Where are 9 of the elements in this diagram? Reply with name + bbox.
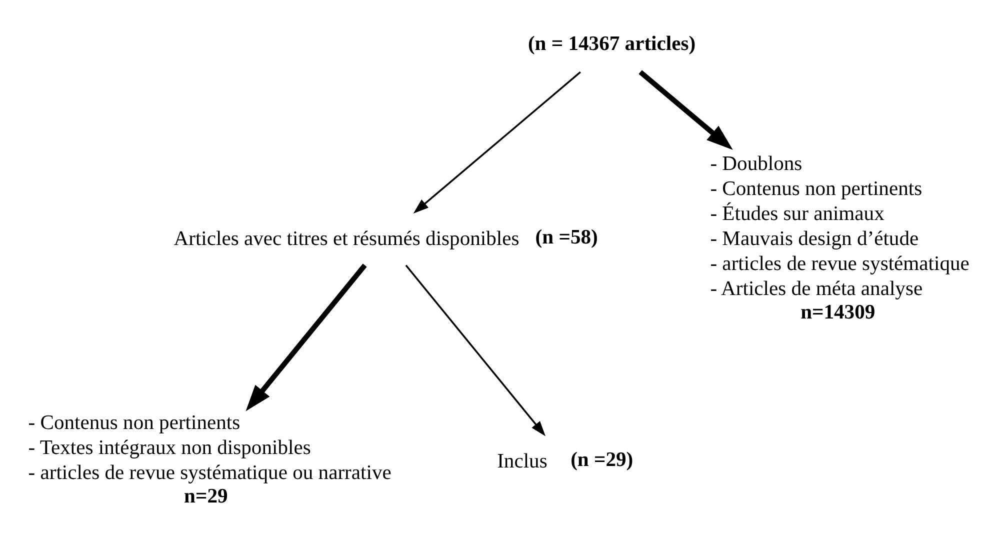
node-text: Inclus (n =29): [496, 448, 633, 472]
node-text: (n = 14367 articles): [527, 33, 696, 56]
arrow: [404, 264, 546, 436]
node-text: - Contenus non pertinents - Textes intégraux non disponibles - articles de revue systématique ou narrative n=29: [28, 412, 391, 508]
arrow: [638, 70, 732, 150]
arrow: [412, 71, 580, 214]
arrow: [245, 264, 366, 412]
node-text: - Doublons - Contenus non pertinents - Études sur animaux - Mauvais design d’étude - articles de revue systématique - Articles de méta analyse n=14309: [710, 152, 969, 324]
node-text: Articles avec titres et résumés disponibles (n =58): [173, 226, 598, 250]
